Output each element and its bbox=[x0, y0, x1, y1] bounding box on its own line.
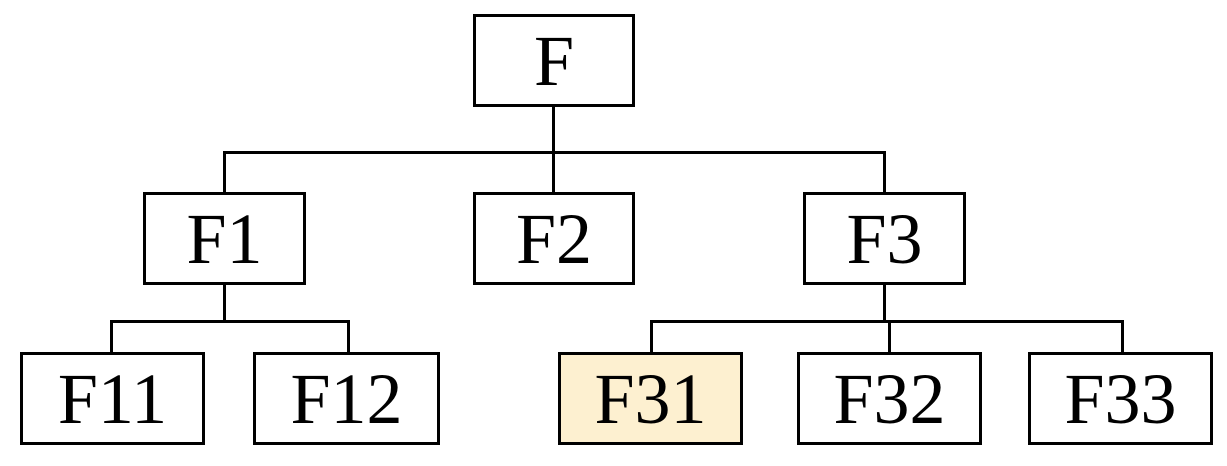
node-f31-label: F31 bbox=[594, 358, 707, 439]
node-f31: F31 bbox=[558, 352, 743, 445]
node-f11-label: F11 bbox=[57, 358, 168, 439]
connector-root-down bbox=[552, 104, 555, 154]
node-f2-label: F2 bbox=[515, 198, 593, 279]
node-f3: F3 bbox=[803, 192, 966, 285]
connector-to-f12 bbox=[347, 320, 350, 354]
node-f2: F2 bbox=[473, 192, 635, 285]
connector-f3-down bbox=[883, 283, 886, 323]
node-f12: F12 bbox=[253, 352, 440, 445]
node-f33-label: F33 bbox=[1064, 358, 1177, 439]
node-f3-label: F3 bbox=[846, 198, 923, 279]
connector-f1-down bbox=[223, 283, 226, 323]
connector-to-f33 bbox=[1121, 320, 1124, 354]
node-f32-label: F32 bbox=[833, 358, 946, 439]
node-f1: F1 bbox=[143, 192, 306, 285]
connector-f1-bus bbox=[110, 320, 350, 323]
node-f33: F33 bbox=[1028, 352, 1213, 445]
node-root-label: F bbox=[533, 20, 575, 101]
node-f11: F11 bbox=[20, 352, 205, 445]
node-f12-label: F12 bbox=[290, 358, 403, 439]
connector-to-f2 bbox=[552, 151, 555, 193]
connector-to-f1 bbox=[223, 151, 226, 193]
connector-f3-bus bbox=[650, 320, 1124, 323]
node-f1-label: F1 bbox=[186, 198, 263, 279]
connector-to-f3 bbox=[883, 151, 886, 193]
node-f32: F32 bbox=[797, 352, 982, 445]
node-root: F bbox=[473, 14, 635, 107]
connector-to-f31 bbox=[650, 320, 653, 354]
connector-to-f11 bbox=[110, 320, 113, 354]
connector-to-f32 bbox=[888, 320, 891, 354]
